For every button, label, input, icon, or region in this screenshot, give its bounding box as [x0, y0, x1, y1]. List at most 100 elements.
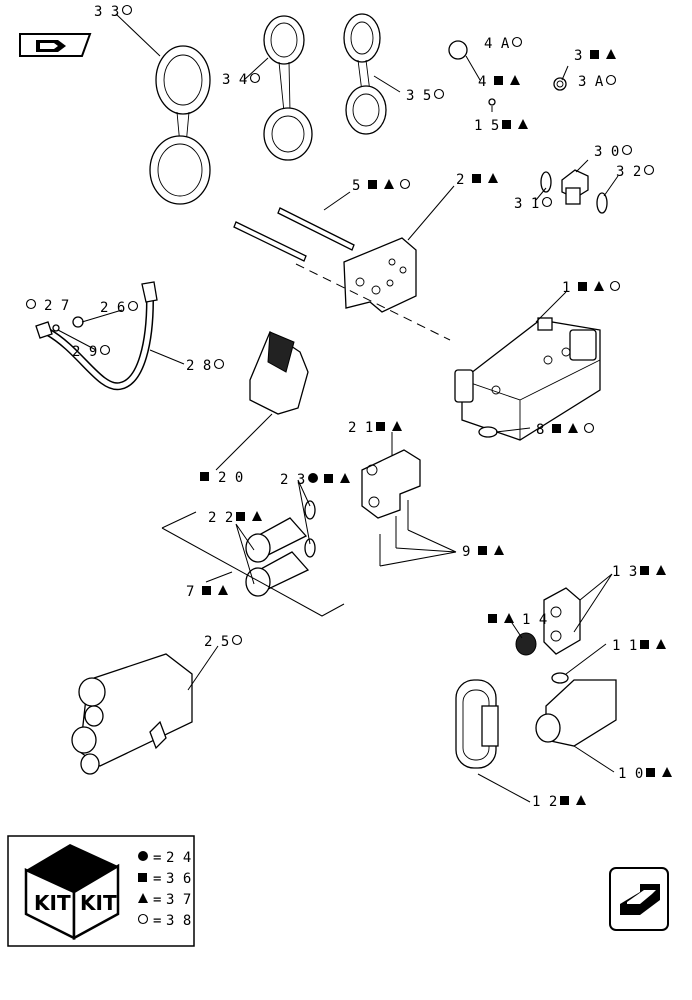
triangle-marker-icon: [568, 423, 578, 433]
rods-5: [233, 207, 355, 262]
triangle-marker-icon: [138, 893, 148, 903]
triangle-marker-icon: [656, 639, 666, 649]
callout-number: 3 3: [94, 4, 119, 20]
kit-legend-number: 3 6: [166, 871, 191, 887]
callout-number: 1 1: [612, 638, 637, 654]
callout-number: 2 3: [280, 472, 305, 488]
o-ring-15: [488, 98, 496, 106]
triangle-marker-icon: [252, 511, 262, 521]
triangle-marker-icon: [488, 173, 498, 183]
seal-assembly-35: [343, 13, 387, 135]
circle-marker-icon: [511, 36, 523, 48]
callout-26: 2 6: [100, 300, 139, 316]
callout-32: 3 2: [616, 164, 655, 180]
circle-marker-icon: [127, 300, 139, 312]
circle-marker-icon: [621, 144, 633, 156]
cap-14: [515, 632, 537, 656]
kit-box-icon: KIT KIT: [24, 844, 120, 941]
square-marker-icon: [560, 796, 569, 805]
seal-assembly-34: [263, 15, 313, 161]
callout-30: 3 0: [594, 144, 633, 160]
callout-2: 2: [456, 172, 498, 188]
triangle-marker-icon: [494, 545, 504, 555]
kit-legend-equals: =: [153, 913, 161, 929]
square-marker-icon: [488, 614, 497, 623]
previous-page-button[interactable]: [19, 33, 92, 57]
callout-14: 1 4: [488, 612, 547, 628]
triangle-marker-icon: [510, 75, 520, 85]
square-marker-icon: [494, 76, 503, 85]
next-page-button[interactable]: [609, 867, 669, 931]
callout-35: 3 5: [406, 88, 445, 104]
plate-2: [343, 237, 417, 313]
callout-20: 2 0: [200, 470, 243, 486]
square-marker-icon: [552, 424, 561, 433]
triangle-marker-icon: [504, 613, 514, 623]
callout-11: 1 1: [612, 638, 666, 654]
callout-number: 1 3: [612, 564, 637, 580]
callout-1: 1: [562, 280, 621, 296]
washer-11: [551, 672, 569, 684]
square-marker-icon: [646, 768, 655, 777]
callout-number: 2 5: [204, 634, 229, 650]
callout-number: 8: [536, 422, 544, 438]
callout-number: 2 9: [72, 344, 97, 360]
callout-number: 3 0: [594, 144, 619, 160]
callout-number: 1 4: [522, 612, 547, 628]
kit-legend-row-38: = 3 8: [137, 913, 191, 929]
callout-10: 1 0: [618, 766, 672, 782]
callout-number: 1: [562, 280, 570, 296]
callout-3: 3: [574, 48, 616, 64]
o-ring-4a: [448, 40, 468, 60]
square-marker-icon: [200, 472, 209, 481]
triangle-marker-icon: [662, 767, 672, 777]
circle-marker-icon: [137, 913, 149, 925]
kit-legend-row-36: =3 6: [138, 871, 191, 887]
callout-31: 3 1: [514, 196, 553, 212]
kit-legend-row-24: =2 4: [138, 850, 191, 866]
square-marker-icon: [478, 546, 487, 555]
kit-legend-rows: =2 4=3 6=3 7=3 8: [137, 850, 191, 929]
callout-5: 5: [352, 178, 411, 194]
square-marker-icon: [236, 512, 245, 521]
circle-marker-icon: [99, 344, 111, 356]
kit-legend-equals: =: [153, 892, 161, 908]
callout-28: 2 8: [186, 358, 225, 374]
triangle-marker-icon: [340, 473, 350, 483]
callout-4: 4: [478, 74, 520, 90]
square-marker-icon: [368, 180, 377, 189]
callout-number: 5: [352, 178, 360, 194]
kit-legend-number: 3 8: [166, 913, 191, 929]
circle-marker-icon: [249, 72, 261, 84]
circle-marker-icon: [231, 634, 243, 646]
triangle-marker-icon: [656, 565, 666, 575]
callout-number: 2 7: [44, 298, 69, 314]
callout-8: 8: [536, 422, 595, 438]
callout-29: 2 9: [72, 344, 111, 360]
manifold-25: [71, 653, 193, 775]
callout-number: 3 2: [616, 164, 641, 180]
valve-body-1: [454, 317, 601, 441]
square-marker-icon: [640, 640, 649, 649]
callout-34: 3 4: [222, 72, 261, 88]
kit-box-label-right: KIT: [80, 891, 117, 915]
callout-number: 3 4: [222, 72, 247, 88]
screws-9: [379, 500, 409, 566]
dot-marker-icon: [308, 473, 318, 483]
arrow-left-icon: [36, 40, 66, 52]
callout-number: 3 1: [514, 196, 539, 212]
kit-box-label-left: KIT: [34, 891, 71, 915]
square-marker-icon: [202, 586, 211, 595]
triangle-marker-icon: [606, 49, 616, 59]
triangle-marker-icon: [594, 281, 604, 291]
callout-3a: 3 A: [578, 74, 617, 90]
callout-number: 4: [478, 74, 486, 90]
callout-25: 2 5: [204, 634, 243, 650]
fitting-26: [72, 316, 84, 328]
seal-assembly-33: [149, 45, 211, 205]
circle-marker-icon: [213, 358, 225, 370]
callout-number: 2 6: [100, 300, 125, 316]
callout-23: 2 3: [280, 472, 350, 488]
callout-27: 2 7: [25, 298, 69, 314]
